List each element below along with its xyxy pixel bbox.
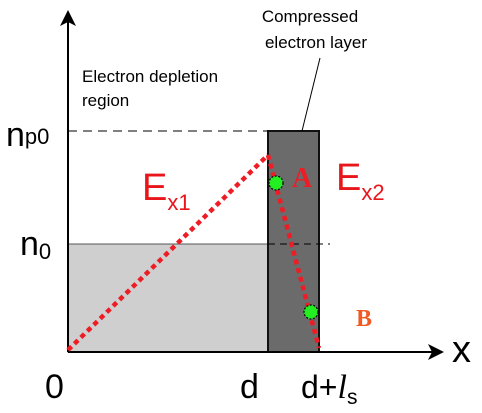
ex1-label: Ex1 — [142, 167, 191, 215]
compressed-label-line1: Compressed — [262, 7, 358, 26]
depletion-region — [67, 243, 269, 353]
compressed-leader-line — [301, 57, 321, 132]
point-b-label: B — [356, 306, 372, 332]
ex1-field-line — [66, 153, 270, 352]
compressed-label-line2: electron layer — [265, 33, 367, 52]
x-tick-d: d — [240, 368, 259, 406]
compressed-electron-layer — [267, 130, 320, 353]
depletion-label-line1: Electron depletion — [82, 67, 218, 86]
ex2-label: Ex2 — [336, 157, 385, 205]
point-a-marker — [268, 175, 284, 191]
depletion-label-line2: region — [82, 91, 129, 110]
y-tick-np0: np0 — [6, 116, 49, 154]
x-tick-0: 0 — [45, 368, 64, 406]
point-b-marker — [303, 304, 319, 320]
point-a-label: A — [292, 163, 313, 194]
y-tick-n0: n0 — [20, 225, 51, 264]
x-tick-d-plus-ls: d+ls — [301, 369, 357, 409]
x-axis-label: x — [452, 329, 471, 371]
